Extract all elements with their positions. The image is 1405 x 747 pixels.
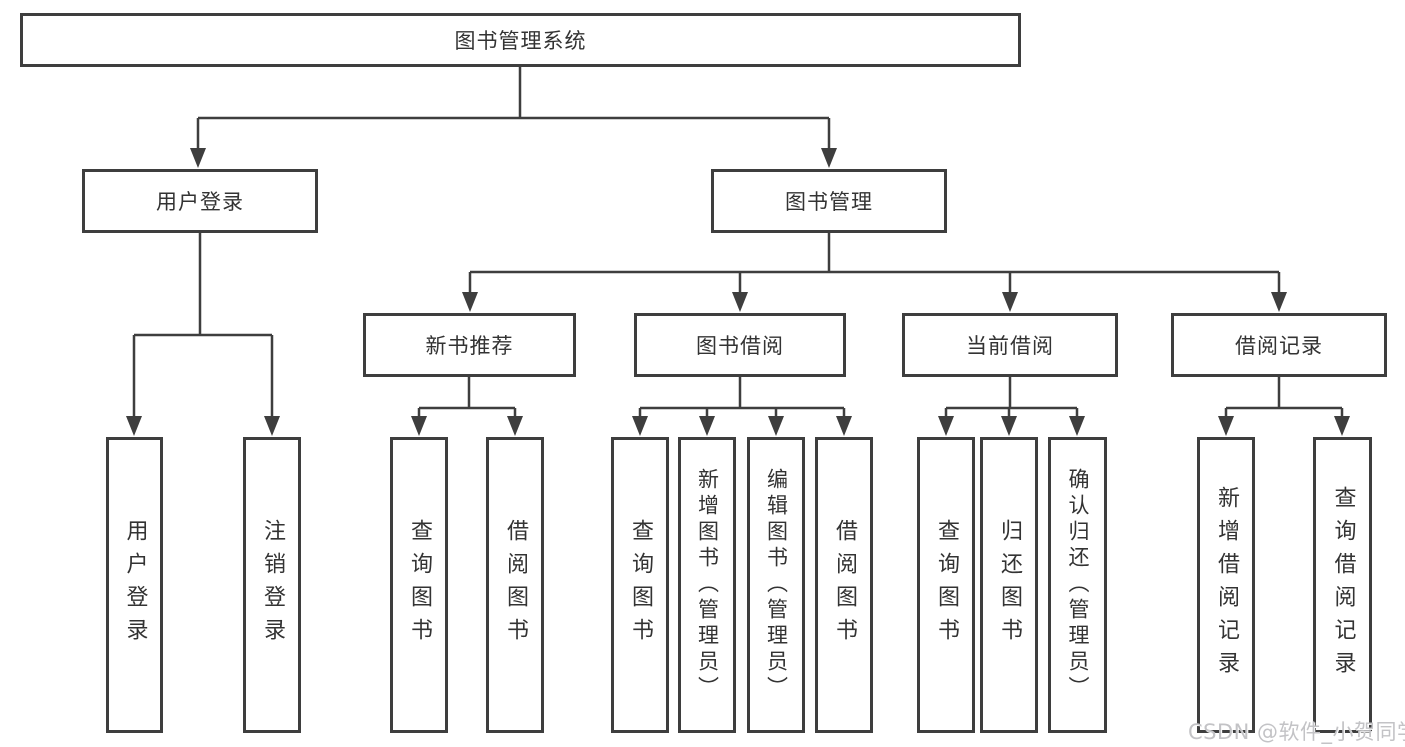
leaf-query-borrow-record-label: 查询借阅记录 <box>1330 486 1356 684</box>
node-borrow-records: 借阅记录 <box>1171 313 1387 377</box>
leaf-query-borrow-record: 查询借阅记录 <box>1313 437 1372 733</box>
leaf-query-book-3-label: 查询图书 <box>934 519 959 651</box>
leaf-borrow-book-1-label: 借阅图书 <box>503 519 528 651</box>
node-borrow-records-label: 借阅记录 <box>1235 334 1323 358</box>
leaf-logout: 注销登录 <box>243 437 301 733</box>
leaf-confirm-return-admin: 确认归还（管理员） <box>1048 437 1107 733</box>
node-new-book-recommend-label: 新书推荐 <box>425 334 514 358</box>
leaf-edit-book-admin-label: 编辑图书（管理员） <box>764 468 789 702</box>
node-book-management-label: 图书管理 <box>785 190 873 214</box>
leaf-borrow-book-1: 借阅图书 <box>486 437 544 733</box>
leaf-return-book-label: 归还图书 <box>997 519 1022 651</box>
node-new-book-recommend: 新书推荐 <box>363 313 576 377</box>
node-user-login-label: 用户登录 <box>156 190 244 214</box>
node-root-system: 图书管理系统 <box>20 13 1021 67</box>
node-book-borrow-label: 图书借阅 <box>696 334 784 358</box>
leaf-query-book-1-label: 查询图书 <box>407 519 432 651</box>
node-current-borrow: 当前借阅 <box>902 313 1118 377</box>
leaf-add-book-admin: 新增图书（管理员） <box>678 437 736 733</box>
node-root-label: 图书管理系统 <box>454 29 587 53</box>
leaf-add-borrow-record: 新增借阅记录 <box>1197 437 1255 733</box>
leaf-borrow-book-2-label: 借阅图书 <box>832 519 857 651</box>
leaf-borrow-book-2: 借阅图书 <box>815 437 873 733</box>
leaf-add-borrow-record-label: 新增借阅记录 <box>1214 486 1239 684</box>
leaf-return-book: 归还图书 <box>980 437 1038 733</box>
leaf-logout-label: 注销登录 <box>260 519 285 651</box>
arrowheads <box>126 148 1350 436</box>
csdn-watermark: CSDN @软件_小贺同学 <box>1188 720 1405 744</box>
leaf-query-book-1: 查询图书 <box>390 437 448 733</box>
node-user-login: 用户登录 <box>82 169 318 233</box>
leaf-user-login-label: 用户登录 <box>122 519 148 651</box>
leaf-user-login: 用户登录 <box>106 437 163 733</box>
leaf-query-book-2: 查询图书 <box>611 437 669 733</box>
node-current-borrow-label: 当前借阅 <box>966 334 1054 358</box>
node-book-management: 图书管理 <box>711 169 947 233</box>
leaf-confirm-return-admin-label: 确认归还（管理员） <box>1066 468 1090 702</box>
leaf-query-book-2-label: 查询图书 <box>628 519 653 651</box>
node-book-borrow: 图书借阅 <box>634 313 846 377</box>
leaf-add-book-admin-label: 新增图书（管理员） <box>695 468 720 702</box>
leaf-query-book-3: 查询图书 <box>917 437 975 733</box>
leaf-edit-book-admin: 编辑图书（管理员） <box>747 437 805 733</box>
